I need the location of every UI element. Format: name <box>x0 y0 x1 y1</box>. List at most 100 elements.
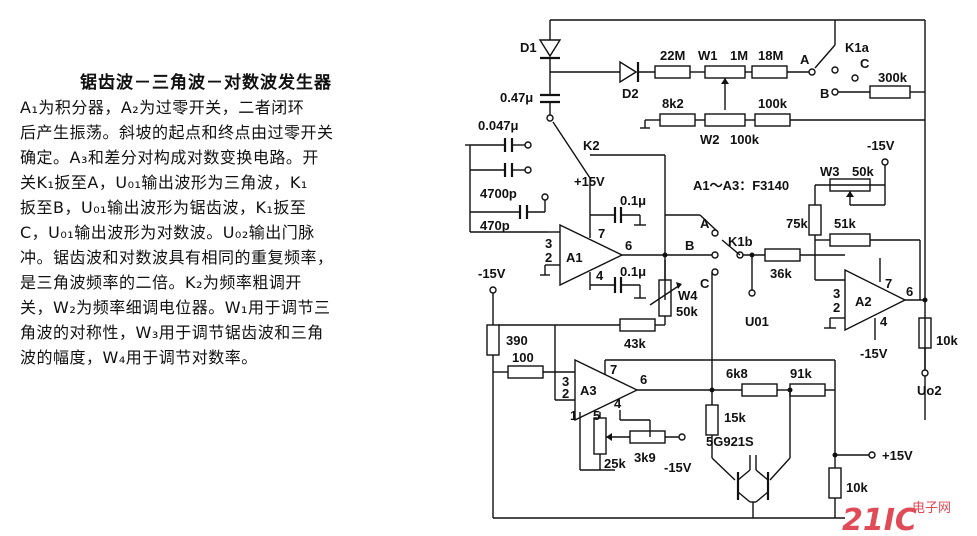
paragraph-line: 角波的对称性，W₃用于调节锯齿波和三角 <box>20 323 324 342</box>
paragraph-line: 是三角波频率的二倍。K₂为频率粗调开 <box>20 273 302 292</box>
watermark-logo: 21IC 电子网 <box>842 501 951 536</box>
label-c047u: 0.47μ <box>500 90 533 105</box>
label-w3-value: 50k <box>852 164 874 179</box>
label-uo1: U01 <box>745 314 769 329</box>
label-minus15-left: -15V <box>478 266 506 281</box>
label-k1a-c: C <box>860 56 870 71</box>
label-a3-pin6: 6 <box>640 372 647 387</box>
label-uo2: Uo2 <box>917 383 942 398</box>
label-r43k: 43k <box>624 336 646 351</box>
paragraph-line: C，U₀₁输出波形为对数波。U₀₂输出门脉 <box>20 223 315 242</box>
w4-network <box>498 260 682 332</box>
svg-text:21IC: 21IC <box>842 503 917 536</box>
label-r390: 390 <box>506 333 528 348</box>
label-a2: A2 <box>855 294 872 309</box>
label-opamp-note: A1～A3：F3140 <box>693 178 789 193</box>
resistor-chain-w1 <box>654 65 810 110</box>
paragraph-line: 关，W₂为频率细调电位器。W₁用于调节三 <box>20 298 331 317</box>
label-k1b-b: B <box>685 238 694 253</box>
label-r3k9: 3k9 <box>634 450 656 465</box>
label-w2: W2 <box>700 132 720 147</box>
label-c01u-a: 0.1μ <box>620 193 646 208</box>
label-c0047u: 0.047μ <box>478 118 519 133</box>
label-d2: D2 <box>622 86 639 101</box>
label-minus15-a3: -15V <box>664 460 692 475</box>
paragraph-line: 后产生振荡。斜坡的起点和终点由过零开关 <box>20 123 334 142</box>
paragraph-line: 扳至B，U₀₁输出波形为锯齿波，K₁扳至 <box>20 198 307 217</box>
label-r75k: 75k <box>786 216 808 231</box>
paragraph-line: 波的幅度，W₄用于调节对数率。 <box>20 348 258 367</box>
label-w2-value: 100k <box>730 132 760 147</box>
label-a2-pin4: 4 <box>880 314 888 329</box>
right-supply <box>828 385 876 518</box>
label-k1b-c: C <box>700 276 710 291</box>
label-a3-pin1: 1 <box>570 408 577 423</box>
label-r22m: 22M <box>660 48 685 63</box>
paragraph-line: 冲。锯齿波和对数波具有相同的重复频率， <box>20 248 334 267</box>
opamp-a1 <box>540 154 719 300</box>
resistor-chain-w2 <box>640 113 925 129</box>
label-a1-pin4: 4 <box>596 268 604 283</box>
label-plus15-a1: +15V <box>574 174 605 189</box>
opamp-a2 <box>815 258 932 377</box>
label-a1-pin6: 6 <box>625 238 632 253</box>
label-k1b-a: A <box>700 216 710 231</box>
label-a1-pin2: 2 <box>545 250 552 265</box>
label-r18m: 18M <box>758 48 783 63</box>
label-r25k: 25k <box>604 456 626 471</box>
label-r15k: 15k <box>724 410 746 425</box>
label-r36k: 36k <box>770 266 792 281</box>
label-r51k: 51k <box>834 216 856 231</box>
label-r300k: 300k <box>878 70 908 85</box>
diode-d2 <box>619 60 655 84</box>
label-w4-value: 50k <box>676 304 698 319</box>
label-k2: K2 <box>583 138 600 153</box>
paragraph-line: A₁为积分器，A₂为过零开关，二者闭环 <box>20 98 305 117</box>
label-minus15-a2: -15V <box>860 346 888 361</box>
label-c470p: 470p <box>480 218 510 233</box>
label-d1: D1 <box>520 40 537 55</box>
label-a3-pin3: 3 <box>562 374 569 389</box>
label-r6k8: 6k8 <box>726 366 748 381</box>
label-a1-pin3: 3 <box>545 236 552 251</box>
label-a3: A3 <box>580 383 597 398</box>
label-a2-pin6: 6 <box>906 284 913 299</box>
label-c4700p: 4700p <box>480 186 517 201</box>
paragraph-line: 关K₁扳至A，U₀₁输出波形为三角波，K₁ <box>20 173 308 192</box>
label-a2-pin2: 2 <box>833 300 840 315</box>
label-a3-pin5: 5 <box>593 408 600 423</box>
circuit-title: 锯齿波－三角波－对数波发生器 <box>80 73 332 93</box>
label-r100k: 100k <box>758 96 788 111</box>
label-w1: W1 <box>698 48 718 63</box>
switch-k1a <box>808 20 925 99</box>
label-a3-pin4: 4 <box>614 396 622 411</box>
label-r10k-right: 10k <box>846 480 868 495</box>
label-c01u-b: 0.1μ <box>620 264 646 279</box>
transistor-pair <box>736 455 770 518</box>
opamp-a3 <box>554 325 836 481</box>
label-r10k-out: 10k <box>936 333 958 348</box>
label-r1m: 1M <box>730 48 748 63</box>
svg-text:电子网: 电子网 <box>912 501 951 516</box>
label-transistor: 5G921S <box>706 434 754 449</box>
label-minus15-top: -15V <box>867 138 895 153</box>
label-k1a-b: B <box>820 86 829 101</box>
label-plus15-right: +15V <box>882 448 913 463</box>
label-w4: W4 <box>678 288 698 303</box>
label-a2-pin3: 3 <box>833 286 840 301</box>
label-r91k: 91k <box>790 366 812 381</box>
label-a3-pin2: 2 <box>562 386 569 401</box>
label-w3: W3 <box>820 164 840 179</box>
switch-k1b <box>711 229 845 345</box>
label-a1-pin7: 7 <box>598 226 605 241</box>
capacitor-bank <box>465 93 591 233</box>
label-k1b: K1b <box>728 234 753 249</box>
label-r8k2: 8k2 <box>662 96 684 111</box>
label-k1a-a: A <box>800 52 810 67</box>
label-a2-pin7: 7 <box>885 276 892 291</box>
w3-network <box>808 158 921 300</box>
description-column: 锯齿波－三角波－对数波发生器 A₁为积分器，A₂为过零开关，二者闭环 后产生振荡… <box>0 0 470 536</box>
label-r100: 100 <box>512 350 534 365</box>
